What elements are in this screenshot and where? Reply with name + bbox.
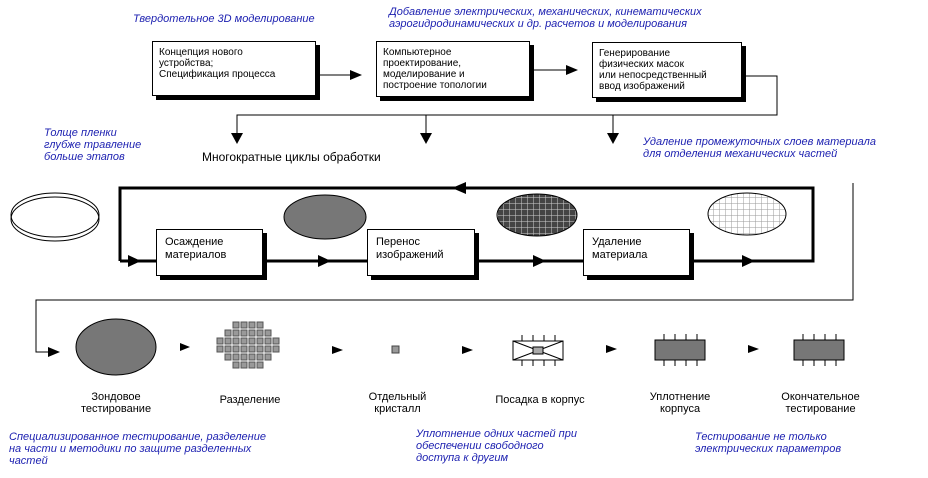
deposition-box: Осаждение материалов <box>156 229 263 276</box>
backend-connector <box>35 183 854 357</box>
arrow-probe-dicing <box>180 343 190 351</box>
sealing-label: Уплотнение корпуса <box>649 391 711 415</box>
single-die <box>391 345 400 354</box>
arrow-cad-to-masks <box>534 65 578 75</box>
arrow-die-package <box>462 346 473 354</box>
note-film-thickness: Толще пленки глубже травление больше эта… <box>44 127 142 163</box>
diced-chips <box>216 321 280 369</box>
removal-box: Удаление материала <box>583 229 690 276</box>
arrow-seal-final <box>748 345 759 353</box>
note-testing-separation: Специализированное тестирование, разделе… <box>9 431 266 467</box>
arrow-package-seal <box>606 345 617 353</box>
patterned-wafer <box>496 193 578 237</box>
feedback-line <box>231 75 778 144</box>
process-cycle-loop <box>118 182 815 267</box>
packaged-die <box>512 335 564 366</box>
final-package <box>793 334 845 366</box>
note-non-electrical-testing: Тестирование не только электрических пар… <box>695 431 842 455</box>
arrow-dicing-die <box>332 346 343 354</box>
final-test-label: Окончательное тестирование <box>781 391 860 415</box>
blank-wafer <box>10 192 100 238</box>
etched-wafer <box>707 192 787 236</box>
arrow-concept-to-cad <box>320 70 362 80</box>
packaging-label: Посадка в корпус <box>495 394 585 406</box>
probe-test-label: Зондовое тестирование <box>80 391 152 415</box>
cad-box: Компьютерное проектирование, моделирован… <box>376 41 530 97</box>
concept-box: Концепция нового устройства; Спецификаци… <box>152 41 316 96</box>
cycles-label: Многократные циклы обработки <box>202 150 381 164</box>
note-added-calculations: Добавление электрических, механических, … <box>389 6 702 30</box>
note-sealing: Уплотнение одних частей при обеспечении … <box>416 428 577 464</box>
single-die-label: Отдельный кристалл <box>368 391 427 415</box>
dicing-label: Разделение <box>219 394 281 406</box>
coated-wafer <box>283 194 367 240</box>
sealed-package <box>654 334 706 366</box>
transfer-box: Перенос изображений <box>367 229 475 276</box>
note-layer-removal: Удаление промежуточных слоев материала д… <box>643 136 876 160</box>
probe-wafer <box>75 318 157 376</box>
note-solid-modeling: Твердотельное 3D моделирование <box>133 13 315 25</box>
masks-box: Генерирование физических масок или непос… <box>592 42 742 98</box>
